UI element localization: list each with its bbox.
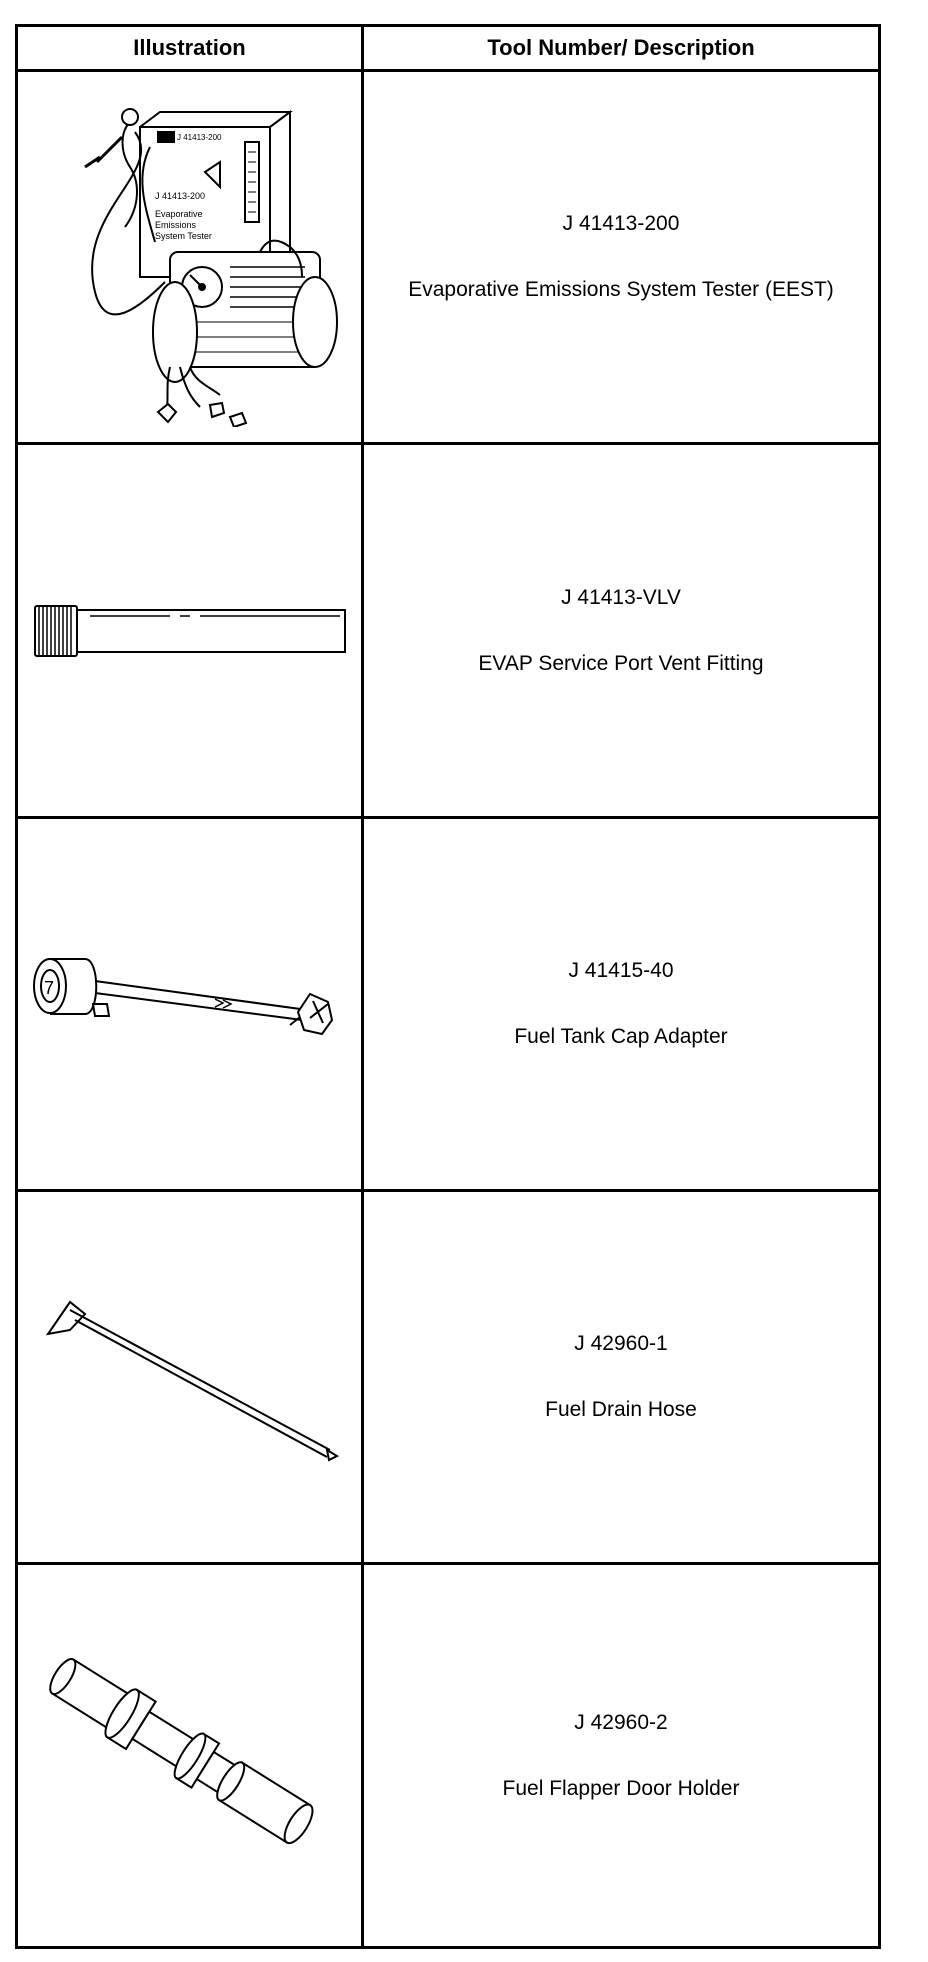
device-label: Evaporative: [155, 209, 203, 219]
row-divider: [18, 69, 878, 72]
tool-description: EVAP Service Port Vent Fitting: [478, 651, 764, 675]
description-cell: J 41413-VLV EVAP Service Port Vent Fitti…: [364, 445, 878, 816]
tool-description: Evaporative Emissions System Tester (EES…: [408, 278, 834, 301]
illustration-cell: [18, 445, 361, 816]
tool-number: J 41413-VLV: [561, 585, 681, 609]
device-label: System Tester: [155, 231, 212, 241]
header-illustration: Illustration: [133, 35, 246, 60]
table-row: J 42960-1 Fuel Drain Hose: [18, 1192, 878, 1562]
table-row: J 41413-200 J 41413-200 Evaporative Emis…: [18, 72, 878, 442]
tool-number: J 41415-40: [568, 959, 674, 982]
illustration-cell: [18, 1565, 361, 1946]
description-cell: J 42960-2 Fuel Flapper Door Holder: [364, 1565, 878, 1946]
evap-tester-icon: J 41413-200 J 41413-200 Evaporative Emis…: [83, 108, 338, 427]
tool-description: Fuel Tank Cap Adapter: [514, 1025, 728, 1048]
tool-number: J 42960-2: [574, 1710, 668, 1734]
svg-text:7: 7: [44, 978, 54, 998]
illustration-cell: [18, 1192, 361, 1562]
row-divider: [18, 1189, 878, 1192]
device-label: Emissions: [155, 220, 197, 230]
tool-description: Fuel Flapper Door Holder: [502, 1776, 740, 1800]
tool-table: Illustration Tool Number/ Description J …: [15, 24, 881, 1949]
table-row: 7 J 41415-40 Fuel Tank Cap Adapter: [18, 819, 878, 1189]
header-tool-description: Tool Number/ Description: [487, 35, 755, 60]
row-divider: [18, 442, 878, 445]
row-divider: [18, 816, 878, 819]
drain-hose-icon: [45, 1300, 339, 1462]
device-label: J 41413-200: [155, 191, 205, 201]
illustration-cell: J 41413-200 J 41413-200 Evaporative Emis…: [18, 72, 361, 442]
illustration-cell: 7: [18, 819, 361, 1189]
row-divider: [18, 1562, 878, 1565]
tool-number: J 41413-200: [562, 212, 680, 235]
table-row: J 41413-VLV EVAP Service Port Vent Fitti…: [18, 445, 878, 816]
tool-description: Fuel Drain Hose: [545, 1398, 697, 1421]
table-row: J 42960-2 Fuel Flapper Door Holder: [18, 1565, 878, 1946]
tool-number: J 42960-1: [574, 1332, 668, 1355]
cap-adapter-icon: 7: [32, 958, 333, 1036]
description-cell: J 42960-1 Fuel Drain Hose: [364, 1192, 878, 1562]
flapper-door-holder-icon: [48, 1657, 313, 1844]
vent-fitting-icon: [33, 604, 346, 657]
description-cell: J 41415-40 Fuel Tank Cap Adapter: [364, 819, 878, 1189]
description-cell: J 41413-200 Evaporative Emissions System…: [364, 72, 878, 442]
device-label: J 41413-200: [177, 133, 222, 142]
column-divider: [361, 27, 364, 1946]
